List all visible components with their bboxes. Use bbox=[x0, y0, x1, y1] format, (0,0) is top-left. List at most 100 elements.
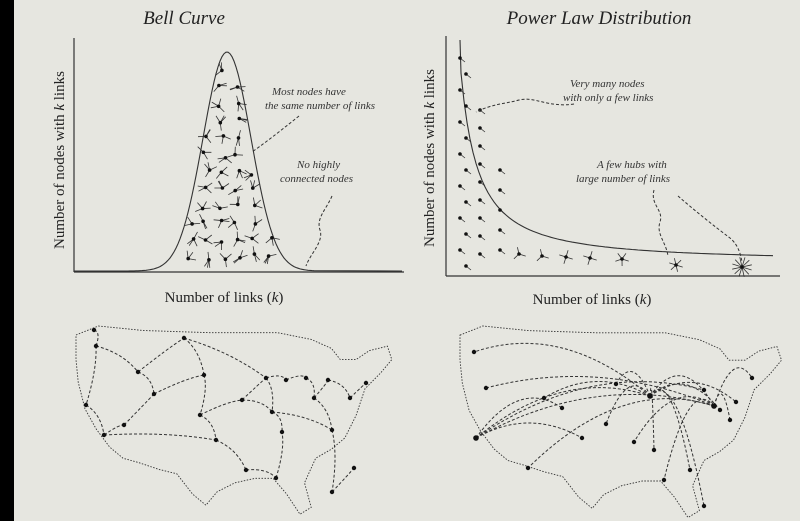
power-node bbox=[478, 162, 482, 166]
bell-node bbox=[253, 203, 257, 208]
scale-free-hub-edge bbox=[475, 387, 651, 439]
bell-node bbox=[221, 134, 226, 138]
scale-free-hub bbox=[647, 393, 653, 399]
bell-node bbox=[220, 68, 224, 73]
bell-curve-nodes bbox=[184, 62, 280, 268]
random-network-edge bbox=[313, 379, 329, 399]
scale-free-node bbox=[559, 405, 565, 411]
scale-free-node bbox=[579, 435, 585, 441]
scale-free-hub-edge bbox=[475, 394, 715, 439]
bell-curve-line bbox=[74, 51, 403, 272]
bell-node bbox=[235, 237, 240, 242]
power-hub bbox=[517, 252, 521, 256]
scale-free-hub bbox=[473, 435, 479, 441]
scale-free-node bbox=[717, 407, 723, 413]
random-network-edge bbox=[85, 404, 105, 436]
bell-curve-title: Bell Curve bbox=[143, 8, 225, 29]
scale-free-node bbox=[733, 399, 739, 405]
random-network-edge bbox=[265, 377, 274, 413]
scale-free-node bbox=[541, 395, 547, 401]
power-node bbox=[458, 152, 462, 156]
scale-free-edge bbox=[485, 375, 715, 407]
bell-node bbox=[216, 104, 221, 109]
random-network-node bbox=[83, 402, 89, 408]
random-network-node bbox=[135, 369, 141, 375]
bell-node bbox=[238, 255, 242, 260]
random-network-node bbox=[283, 377, 289, 383]
bell-y-label: Number of nodes with k links bbox=[52, 71, 68, 249]
power-node bbox=[458, 120, 462, 124]
power-node bbox=[458, 56, 462, 60]
random-network-node bbox=[121, 422, 127, 428]
us-outline-right bbox=[459, 325, 783, 519]
scale-free-node bbox=[631, 439, 637, 445]
power-law-title: Power Law Distribution bbox=[506, 8, 692, 29]
power-hub bbox=[740, 265, 744, 269]
bell-node bbox=[223, 257, 228, 262]
scale-free-node bbox=[603, 421, 609, 427]
random-network-node bbox=[269, 409, 275, 415]
random-network-node bbox=[181, 335, 187, 341]
power-node bbox=[498, 168, 502, 172]
random-network-edge bbox=[245, 469, 277, 479]
random-network-edge bbox=[103, 433, 217, 441]
bell-annotation-most-nodes: Most nodes have the same number of links bbox=[265, 86, 375, 112]
random-network-edge bbox=[95, 345, 139, 373]
power-annotation-hubs: A few hubs with large number of links bbox=[576, 159, 670, 185]
scale-free-node bbox=[613, 381, 619, 387]
scale-free-hub-edge bbox=[649, 375, 715, 407]
bell-node bbox=[218, 206, 222, 211]
random-network-node bbox=[311, 395, 317, 401]
scale-free-node bbox=[701, 503, 707, 509]
random-network-node bbox=[239, 397, 245, 403]
random-network-node bbox=[151, 391, 157, 397]
random-network-node bbox=[201, 372, 207, 378]
scale-free-edge bbox=[475, 381, 705, 439]
power-node bbox=[464, 72, 468, 76]
power-node bbox=[498, 228, 502, 232]
random-network-node bbox=[91, 327, 97, 333]
bell-node bbox=[200, 206, 205, 211]
power-hub bbox=[564, 255, 568, 259]
bell-node bbox=[204, 134, 208, 139]
scale-free-node bbox=[483, 385, 489, 391]
random-network-edge bbox=[215, 439, 247, 471]
random-network-edge bbox=[183, 337, 205, 376]
bell-node bbox=[233, 152, 237, 157]
bell-node bbox=[219, 170, 224, 175]
power-law-nodes bbox=[458, 56, 752, 277]
scale-free-node bbox=[687, 467, 693, 473]
figure-canvas: Bell Curve Number of nodes with k links … bbox=[52, 8, 783, 519]
slide: Bell Curve Number of nodes with k links … bbox=[14, 0, 800, 521]
scale-free-node bbox=[727, 417, 733, 423]
scale-free-network-map bbox=[459, 325, 783, 519]
random-network-edges bbox=[83, 327, 369, 495]
scale-free-node bbox=[525, 465, 531, 471]
power-node bbox=[478, 180, 482, 184]
random-network-map bbox=[75, 325, 393, 515]
bell-annotation-no-hubs: No highly connected nodes bbox=[280, 159, 353, 185]
random-network-edge bbox=[123, 393, 155, 426]
bell-node bbox=[237, 168, 242, 173]
bell-node bbox=[207, 168, 212, 172]
random-network-edge bbox=[241, 377, 267, 401]
random-network-edge bbox=[199, 414, 217, 441]
power-y-label: Number of nodes with k links bbox=[422, 69, 438, 247]
scale-free-edge bbox=[649, 383, 721, 411]
random-network-edge bbox=[103, 424, 125, 436]
bell-annotation-pointer-1 bbox=[251, 115, 300, 153]
random-network-node bbox=[303, 375, 309, 381]
bell-node bbox=[203, 238, 208, 242]
random-network-node bbox=[243, 467, 249, 473]
scale-free-edge bbox=[615, 371, 651, 397]
power-node bbox=[458, 88, 462, 92]
random-network-node bbox=[93, 343, 99, 349]
random-network-edge bbox=[285, 375, 307, 381]
power-hub bbox=[540, 254, 544, 258]
power-hub bbox=[588, 256, 592, 260]
bell-node bbox=[191, 237, 196, 241]
power-node bbox=[464, 104, 468, 108]
scale-free-node bbox=[471, 349, 477, 355]
power-node bbox=[478, 198, 482, 202]
scale-free-edge bbox=[527, 398, 715, 469]
